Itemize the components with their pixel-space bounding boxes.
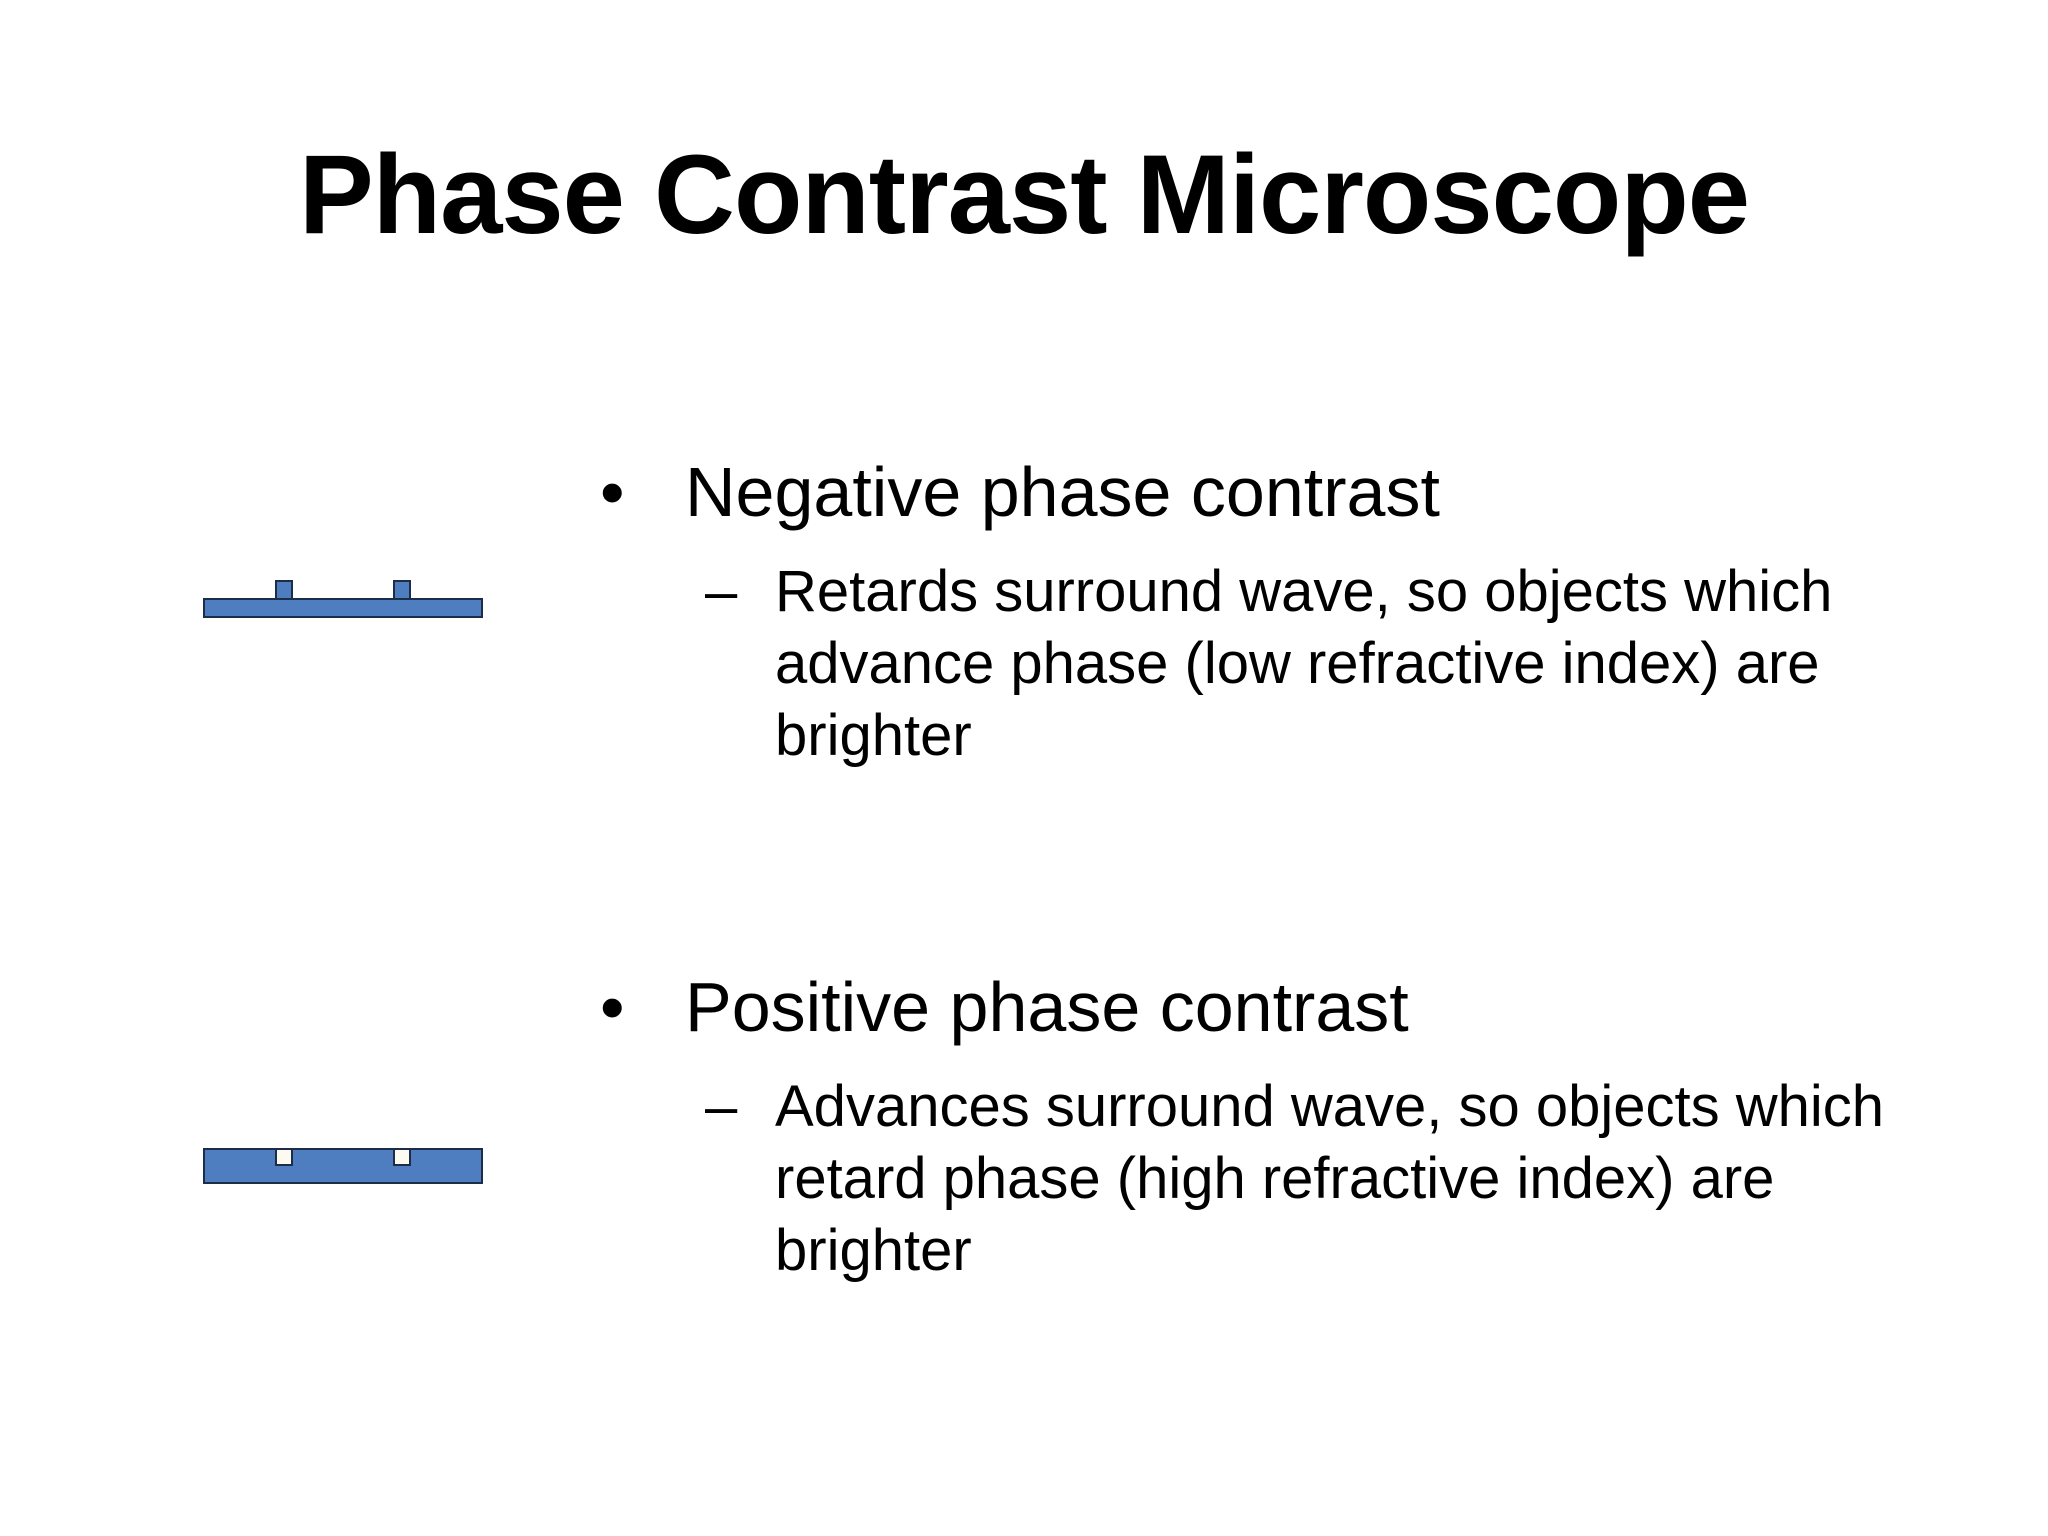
phase-ring-notch-left	[275, 1148, 293, 1166]
bullet-heading: Negative phase contrast	[685, 453, 1440, 531]
phase-plate-base	[203, 598, 483, 618]
slide-title: Phase Contrast Microscope	[298, 132, 1750, 257]
phase-ring-bump-left	[275, 580, 293, 600]
bullet-marker: •	[600, 968, 625, 1046]
sub-bullet-row: – Advances surround wave, so objects whi…	[705, 1071, 1955, 1287]
bullet-marker: •	[600, 453, 625, 531]
sub-bullet-marker: –	[705, 559, 738, 624]
bullet-heading: Positive phase contrast	[685, 968, 1409, 1046]
sub-bullet-text: Retards surround wave, so objects which …	[775, 559, 1833, 768]
sub-bullet-row: – Retards surround wave, so objects whic…	[705, 556, 1955, 772]
negative-phase-plate-diagram	[203, 580, 483, 620]
phase-plate-base	[203, 1148, 483, 1184]
phase-ring-bump-right	[393, 580, 411, 600]
bullet-negative-phase-contrast: • Negative phase contrast – Retards surr…	[600, 450, 2000, 772]
sub-bullet-text: Advances surround wave, so objects which…	[775, 1074, 1885, 1283]
sub-bullet-marker: –	[705, 1074, 738, 1139]
bullet-heading-row: • Positive phase contrast	[600, 965, 2000, 1049]
bullet-heading-row: • Negative phase contrast	[600, 450, 2000, 534]
phase-ring-notch-right	[393, 1148, 411, 1166]
positive-phase-plate-diagram	[203, 1142, 483, 1188]
bullet-positive-phase-contrast: • Positive phase contrast – Advances sur…	[600, 965, 2000, 1287]
